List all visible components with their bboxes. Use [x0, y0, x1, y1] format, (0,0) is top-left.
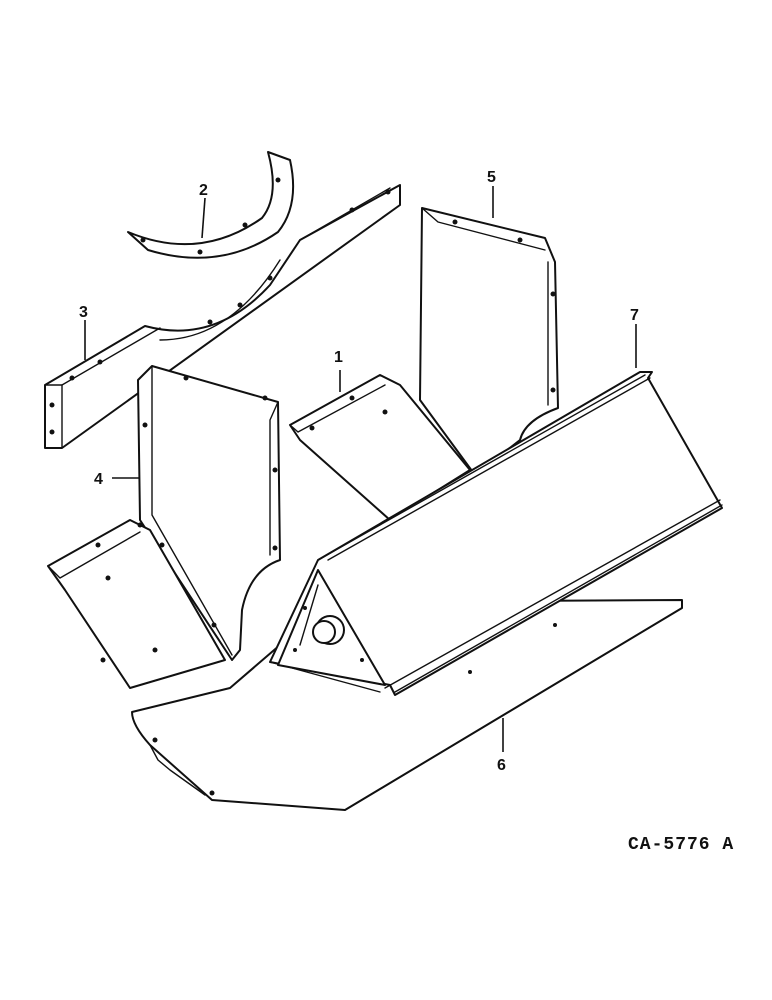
callout-3: 3 [79, 304, 88, 321]
leader-lines [84, 186, 637, 752]
figure-id: CA-5776 A [628, 835, 734, 855]
part-3-channel-beam [44, 184, 401, 449]
callout-4: 4 [94, 471, 103, 488]
part-4-side-panel [47, 365, 281, 689]
callout-5: 5 [487, 169, 496, 186]
part-1-angle-bracket [289, 374, 471, 521]
callout-labels: 1 2 3 4 5 6 7 [79, 169, 639, 774]
part-2-curved-strip [127, 151, 295, 259]
leader-2 [201, 197, 206, 239]
part-6-floor-plate [131, 599, 683, 811]
callout-2: 2 [199, 182, 208, 199]
callout-7: 7 [630, 307, 639, 324]
part-7-trough [269, 371, 723, 696]
callout-1: 1 [334, 349, 343, 366]
callout-6: 6 [497, 757, 506, 774]
